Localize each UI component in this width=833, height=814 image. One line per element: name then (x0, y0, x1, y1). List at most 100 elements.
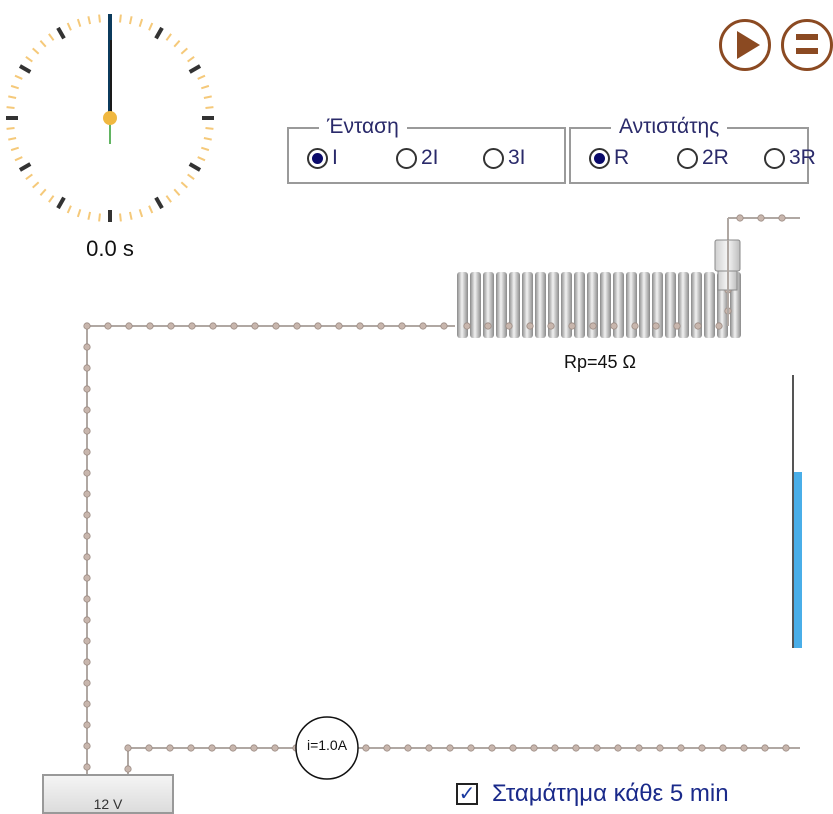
power-supply: 12 V (42, 774, 174, 814)
wire-bead (761, 744, 769, 752)
clock-minor-tick (66, 205, 72, 214)
wire-bead (652, 322, 660, 330)
radio-dot (764, 147, 785, 169)
wire-bead (83, 364, 91, 372)
clock-minor-tick (87, 16, 92, 25)
stop-every-5min-option[interactable]: ✓ Σταμάτημα κάθε 5 min (456, 780, 729, 808)
coil-turn (613, 272, 624, 338)
wire-bead (463, 322, 471, 330)
wire-bead (166, 744, 174, 752)
wire-bead (83, 721, 91, 729)
clock-minor-tick (39, 188, 47, 196)
clock-minor-tick (8, 136, 17, 141)
wire-bead (425, 744, 433, 752)
resistor-value-label: Rp=45 Ω (564, 352, 636, 372)
coil-turn (691, 272, 702, 338)
wire-bead (83, 616, 91, 624)
clock-minor-tick (6, 127, 15, 130)
wire-bead (271, 744, 279, 752)
clock-minor-tick (187, 56, 195, 63)
coil-turn (457, 272, 468, 338)
current-option-I[interactable]: I (307, 145, 338, 171)
play-button[interactable] (719, 19, 771, 71)
coil-turn (548, 272, 559, 338)
wire-bead (83, 679, 91, 687)
clock-minor-tick (48, 195, 55, 203)
clock-minor-tick (76, 18, 82, 28)
radio-label: R (614, 146, 630, 169)
wire-bead (230, 322, 238, 330)
wire-bead (314, 322, 322, 330)
current-option-3I[interactable]: 3I (483, 145, 526, 171)
clock-minor-tick (187, 173, 195, 180)
wire-bead (187, 744, 195, 752)
clock-major-tick (154, 26, 164, 40)
clock-minor-tick (39, 40, 47, 48)
wire-bead (377, 322, 385, 330)
clock-minor-tick (119, 213, 122, 222)
wire-bead (635, 744, 643, 752)
clock-minor-tick (165, 195, 172, 203)
wire-bead (145, 744, 153, 752)
wire-bead (124, 744, 132, 752)
wire-bead (83, 637, 91, 645)
wire-bead (440, 322, 448, 330)
coil-turn (535, 272, 546, 338)
clock-minor-tick (200, 146, 210, 152)
wire-bead (505, 322, 513, 330)
wire-bead (83, 553, 91, 561)
wire-bead (736, 214, 744, 222)
wire-bead (484, 322, 492, 330)
power-supply-label: 12 V (93, 796, 123, 812)
resistor-option-2R[interactable]: 2R (677, 145, 729, 171)
clock-major-tick (56, 26, 66, 40)
wire-bead (335, 322, 343, 330)
wire-bead (589, 322, 597, 330)
wire-bead (83, 427, 91, 435)
radio-dot (677, 147, 698, 169)
clock-minor-tick (148, 22, 154, 31)
coil-turn (600, 272, 611, 338)
clock-minor-tick (87, 211, 92, 220)
clock-minor-tick (14, 74, 23, 80)
radio-dot (307, 147, 328, 169)
resistor-option-3R[interactable]: 3R (764, 145, 816, 171)
coil-turn (652, 272, 663, 338)
clock-minor-tick (76, 208, 82, 218)
clock-minor-tick (180, 181, 188, 189)
stop-button[interactable] (781, 19, 833, 71)
clock-minor-tick (205, 127, 214, 130)
clock-minor-tick (8, 95, 17, 100)
resistor-option-R[interactable]: R (589, 145, 629, 171)
wire-bead (656, 744, 664, 752)
stop-checkbox[interactable]: ✓ (456, 783, 478, 805)
clock-major-tick (154, 196, 164, 210)
clock-minor-tick (48, 33, 55, 41)
wire-bead (551, 744, 559, 752)
wire-bead (631, 322, 639, 330)
clock-minor-tick (138, 18, 144, 28)
clock-major-tick (188, 64, 202, 74)
wire-bead (188, 322, 196, 330)
wire-bead (125, 322, 133, 330)
current-option-2I[interactable]: 2I (396, 145, 439, 171)
radio-label: 3I (508, 146, 526, 169)
wire-bead (383, 744, 391, 752)
clock-major-tick (56, 196, 66, 210)
clock-minor-tick (173, 40, 181, 48)
wire-bead (251, 322, 259, 330)
coil-turn (678, 272, 689, 338)
resistor-slider[interactable] (714, 239, 741, 326)
wire-bead (467, 744, 475, 752)
coil-turn (470, 272, 481, 338)
clock-minor-tick (14, 156, 23, 162)
clock-minor-tick (180, 47, 188, 55)
wire-bead (694, 322, 702, 330)
stop-icon (796, 34, 818, 54)
clock-minor-tick (98, 213, 101, 222)
wire-bead (715, 322, 723, 330)
clock-minor-tick (200, 84, 210, 90)
clock-minor-tick (98, 14, 101, 23)
wire-bead (362, 744, 370, 752)
coil-turn (639, 272, 650, 338)
